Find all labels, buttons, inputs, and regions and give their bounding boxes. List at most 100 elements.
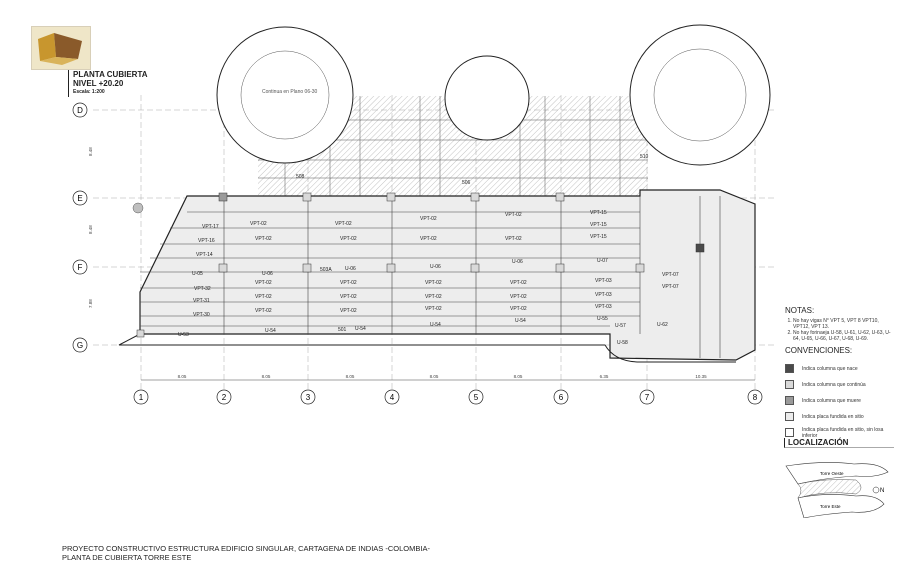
beam-label: VPT-02 — [425, 280, 442, 286]
tower-east-outline — [797, 494, 885, 519]
column-dimension: 8.05 — [514, 374, 523, 379]
note-item: No hay vigas N° VPT 5, VPT 8 VPT10, VPT1… — [793, 318, 895, 330]
column-axis-label: 1 — [139, 393, 144, 402]
beam-label: VPT-02 — [505, 212, 522, 218]
beam-label: VPT-31 — [193, 298, 210, 304]
row-dimension: 8.48 — [88, 147, 93, 156]
convention-swatch — [785, 380, 794, 389]
column-axis-label: 5 — [474, 393, 479, 402]
beam-label: VPT-14 — [196, 252, 213, 258]
beam-label: VPT-02 — [505, 236, 522, 242]
beam-label: U-62 — [657, 322, 668, 328]
continuation-note: Continua en Plano 06-30 — [262, 89, 318, 95]
convention-item: Indica placa fundida en sitio — [785, 410, 895, 423]
note-item: No hay forinaeja U-58, U-61, U-62, U-63,… — [793, 330, 895, 342]
beam-label: VPT-02 — [420, 236, 437, 242]
beam-label: VPT-02 — [255, 280, 272, 286]
beam-label: 503A — [320, 267, 332, 273]
column-dimensions: 8.05 8.05 8.05 8.05 8.05 6.35 10.35 — [178, 374, 708, 379]
notes-title: NOTAS: — [785, 306, 815, 315]
beam-label: U-06 — [345, 266, 356, 272]
circular-cutout-left — [216, 26, 354, 164]
beam-label: U-54 — [355, 326, 366, 332]
beam-label: VPT-02 — [510, 280, 527, 286]
convention-item: Indica placa fundida en sitio, sin losa … — [785, 426, 895, 439]
notes-list: No hay vigas N° VPT 5, VPT 8 VPT10, VPT1… — [785, 318, 895, 342]
location-panel: LOCALIZACIÓN Torre Oeste Torre Este N — [784, 438, 894, 523]
beam-label: VPT-16 — [198, 238, 215, 244]
beam-label: VPT-02 — [340, 280, 357, 286]
beam-label: U-57 — [615, 323, 626, 329]
slab-edge-lower — [118, 333, 736, 363]
column-dimension: 8.05 — [346, 374, 355, 379]
row-axis-label: E — [77, 194, 82, 203]
convention-label: Indica columna que continúa — [802, 381, 866, 388]
beam-label: VPT-15 — [590, 222, 607, 228]
beam-label: U-54 — [515, 318, 526, 324]
north-label: N — [880, 488, 884, 494]
drawing-footer: PROYECTO CONSTRUCTIVO ESTRUCTURA EDIFICI… — [62, 544, 430, 562]
beam-label: VPT-02 — [340, 308, 357, 314]
drawing-title: PLANTA CUBIERTA — [73, 70, 148, 79]
drawing-title-block: PLANTA CUBIERTA NIVEL +20.20 Escala: 1:2… — [68, 70, 148, 97]
beam-label: VPT-15 — [590, 210, 607, 216]
row-axis-label: D — [77, 106, 83, 115]
circular-cutout-right — [629, 24, 771, 166]
beam-label: 501 — [338, 327, 347, 333]
convention-item: Indica columna que muere — [785, 394, 895, 407]
north-arrow-icon — [872, 486, 880, 494]
drawing-level: NIVEL +20.20 — [73, 79, 124, 88]
beam-label: VPT-07 — [662, 284, 679, 290]
convention-label: Indica columna que nace — [802, 365, 858, 372]
beam-label: VPT-02 — [425, 294, 442, 300]
beam-label: VPT-32 — [194, 286, 211, 292]
beam-label: VPT-02 — [255, 308, 272, 314]
roof-slab-outline — [139, 189, 756, 361]
beam-label: U-58 — [617, 340, 628, 346]
tower-west-outline — [785, 462, 889, 485]
beam-label: VPT-02 — [510, 294, 527, 300]
column-dimension: 8.05 — [430, 374, 439, 379]
column-axis-label: 3 — [306, 393, 311, 402]
column-dimension: 6.35 — [600, 374, 609, 379]
convention-swatch — [785, 428, 794, 437]
convention-item: Indica columna que continúa — [785, 378, 895, 391]
beam-label: VPT-02 — [510, 306, 527, 312]
column-dimension: 8.05 — [262, 374, 271, 379]
column-axis-label: 8 — [753, 393, 758, 402]
conventions-title: CONVENCIONES: — [785, 346, 853, 355]
beam-label: 508 — [296, 174, 305, 180]
beam-label: U-54 — [265, 328, 276, 334]
beam-label: U-06 — [512, 259, 523, 265]
beam-label: VPT-15 — [590, 234, 607, 240]
convention-swatch — [785, 412, 794, 421]
beam-label: VPT-03 — [595, 292, 612, 298]
row-axis-label: G — [77, 341, 83, 350]
grid-point-marker — [132, 202, 144, 214]
beam-label: VPT-02 — [340, 294, 357, 300]
beam-label: VPT-03 — [595, 278, 612, 284]
beam-label: U-55 — [597, 316, 608, 322]
row-axis-label: F — [78, 263, 83, 272]
convention-swatch — [785, 396, 794, 405]
row-axis-markers: D E F G 8.48 8.48 7.88 — [72, 102, 93, 353]
location-title: LOCALIZACIÓN — [784, 438, 894, 448]
beam-label: VPT-02 — [425, 306, 442, 312]
beam-label: U-06 — [430, 264, 441, 270]
location-map: Torre Oeste Torre Este N — [785, 462, 889, 519]
beam-label: VPT-02 — [255, 236, 272, 242]
drawing-scale: Escala: 1:200 — [73, 89, 105, 95]
column-dimension: 8.05 — [178, 374, 187, 379]
convention-label: Indica columna que muere — [802, 397, 861, 404]
convention-swatch — [785, 364, 794, 373]
beam-label: U-54 — [430, 322, 441, 328]
tower-west-label: Torre Oeste — [820, 471, 844, 476]
circular-cutout-middle — [444, 55, 530, 141]
convention-label: Indica placa fundida en sitio, sin losa … — [802, 426, 884, 439]
sheet-title: PLANTA DE CUBIERTA TORRE ESTE — [62, 553, 192, 562]
project-title: PROYECTO CONSTRUCTIVO ESTRUCTURA EDIFICI… — [62, 544, 430, 553]
column-axis-markers: 1 2 3 4 5 6 7 8 — [133, 389, 763, 405]
column-dimension: 10.35 — [695, 374, 707, 379]
column-axis-label: 7 — [645, 393, 650, 402]
